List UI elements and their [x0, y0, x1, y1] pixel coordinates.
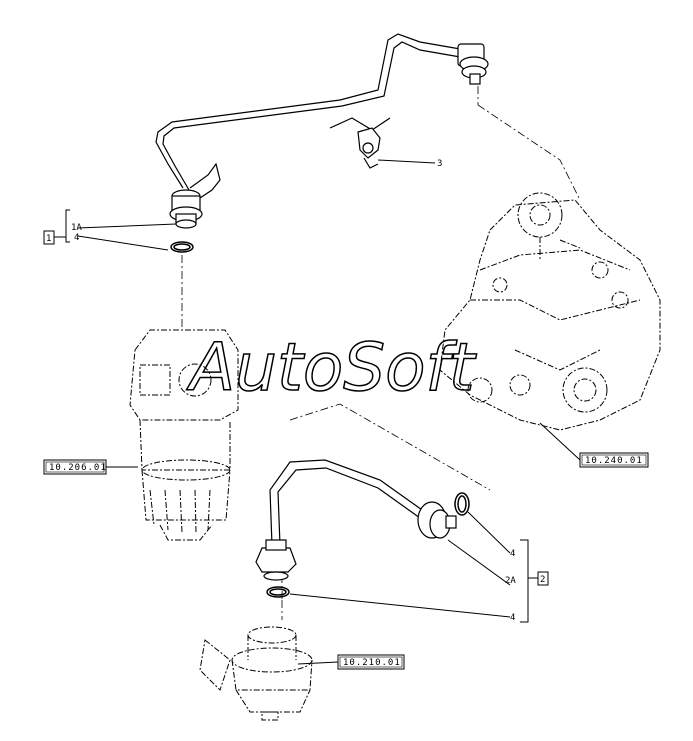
- ref-lift-pump-label: 10.210.01: [343, 658, 401, 668]
- group-2-label: 2: [540, 575, 545, 585]
- callout-4-low: 4: [510, 613, 515, 623]
- ref-box-lift-pump[interactable]: 10.210.01: [337, 654, 405, 670]
- callout-4-top: 4: [74, 233, 79, 243]
- ref-pump-label: 10.240.01: [585, 456, 643, 466]
- watermark: AutoSoft: [186, 329, 477, 406]
- o-ring-mid: [454, 492, 470, 516]
- callout-4-mid: 4: [510, 549, 515, 559]
- banjo-fitting-pump: [457, 43, 489, 85]
- ref-box-pump[interactable]: 10.240.01: [579, 452, 649, 468]
- group-2-box: 2: [537, 571, 549, 586]
- lower-fuel-pipe: [269, 459, 426, 546]
- group-1-box: 1: [43, 230, 55, 245]
- ref-box-filter[interactable]: 10.206.01: [43, 459, 107, 475]
- injection-pump: [439, 192, 661, 431]
- upper-fuel-pipe: [155, 33, 467, 199]
- banjo-fitting-2a: [417, 501, 457, 539]
- fuel-filter: [129, 329, 239, 541]
- o-ring-top: [170, 241, 194, 253]
- lift-pump: [199, 626, 313, 721]
- callout-2a: 2A: [505, 576, 516, 586]
- o-ring-low: [266, 586, 290, 598]
- banjo-fitting-1a: [169, 189, 203, 229]
- centre-lines: [181, 86, 581, 620]
- ref-filter-label: 10.206.01: [49, 463, 107, 473]
- callout-3: 3: [437, 159, 442, 169]
- pipe-clip: [329, 117, 391, 169]
- leader-lines: [54, 159, 581, 665]
- group-1-label: 1: [46, 234, 51, 244]
- banjo-fitting-lift-pump: [255, 539, 297, 581]
- callout-1a: 1A: [71, 223, 82, 233]
